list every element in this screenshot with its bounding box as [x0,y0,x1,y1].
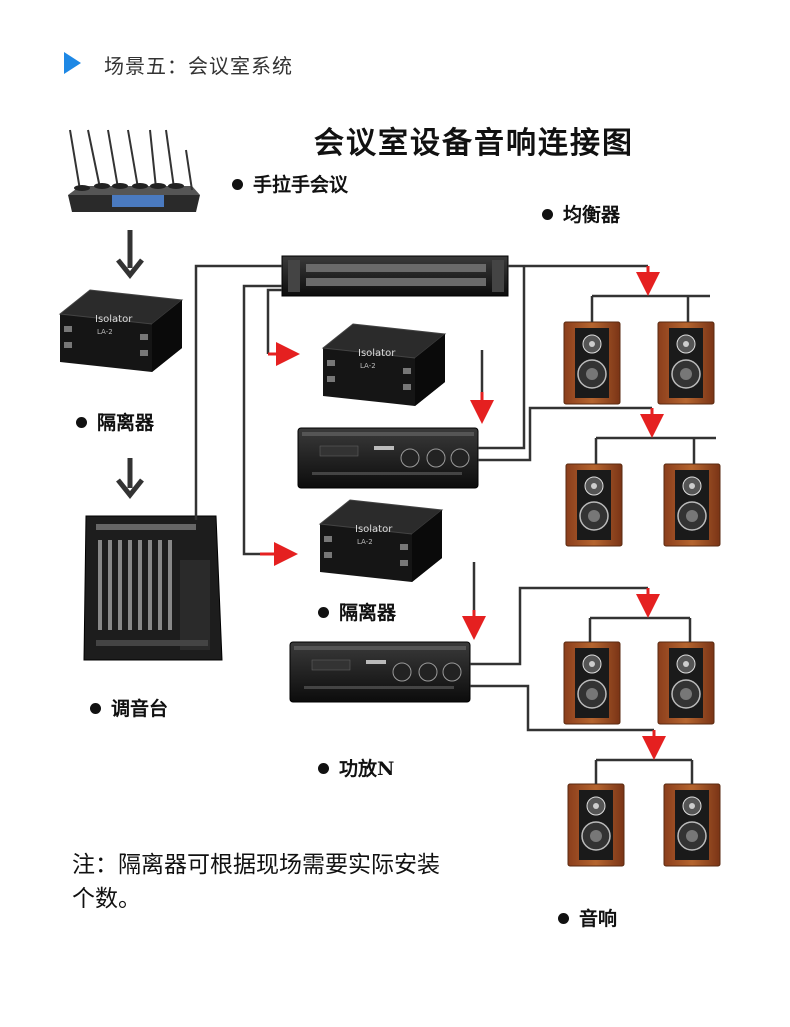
red-signal-arrows [260,266,666,760]
isolator-top-model-text: LA-2 [360,362,376,370]
isolator-mid-model-text: LA-2 [357,538,373,546]
speaker-pair-3 [563,641,715,725]
isolator-left-device [59,289,183,373]
isolator-mid-brand-text: Isolator [355,524,393,535]
equalizer-device [281,255,509,297]
label-mixer: 调音台 [90,694,168,721]
bullet-icon [558,912,569,924]
arrow-isolator-to-mixer [116,458,144,500]
isolator-top-brand-text: Isolator [358,348,396,359]
bullet-icon [318,762,329,774]
mixer-device [83,515,223,661]
bullet-icon [232,178,243,190]
diagram-title: 会议室设备音响连接图 [314,126,634,161]
amplifier-top-device [297,427,479,489]
isolator-mid-device [319,499,443,583]
isolator-top-device [322,323,446,407]
label-speakers: 音响 [558,904,617,931]
label-conference: 手拉手会议 [232,170,348,197]
installation-note: 注：隔离器可根据现场需要实际安装个数。 [72,852,440,912]
play-triangle-icon [64,52,81,74]
bullet-icon [542,208,553,220]
label-amplifier: 功放N [318,754,394,781]
label-isolator-left: 隔离器 [76,408,154,435]
speaker-pair-1 [563,321,715,405]
scene-title: 场景五：会议室系统 [104,54,293,78]
bullet-icon [90,702,101,714]
isolator-left-brand-text: Isolator [95,314,133,325]
connection-wires [194,264,716,784]
conference-mic-system [68,129,200,212]
isolator-left-model-text: LA-2 [97,328,113,336]
bullet-icon [76,416,87,428]
speaker-pair-4 [567,783,721,867]
label-isolator-mid: 隔离器 [318,598,396,625]
arrow-conference-to-isolator [116,230,144,280]
amplifier-bottom-device [289,641,471,703]
bullet-icon [318,606,329,618]
speaker-pair-2 [565,463,721,547]
label-equalizer: 均衡器 [542,200,620,227]
